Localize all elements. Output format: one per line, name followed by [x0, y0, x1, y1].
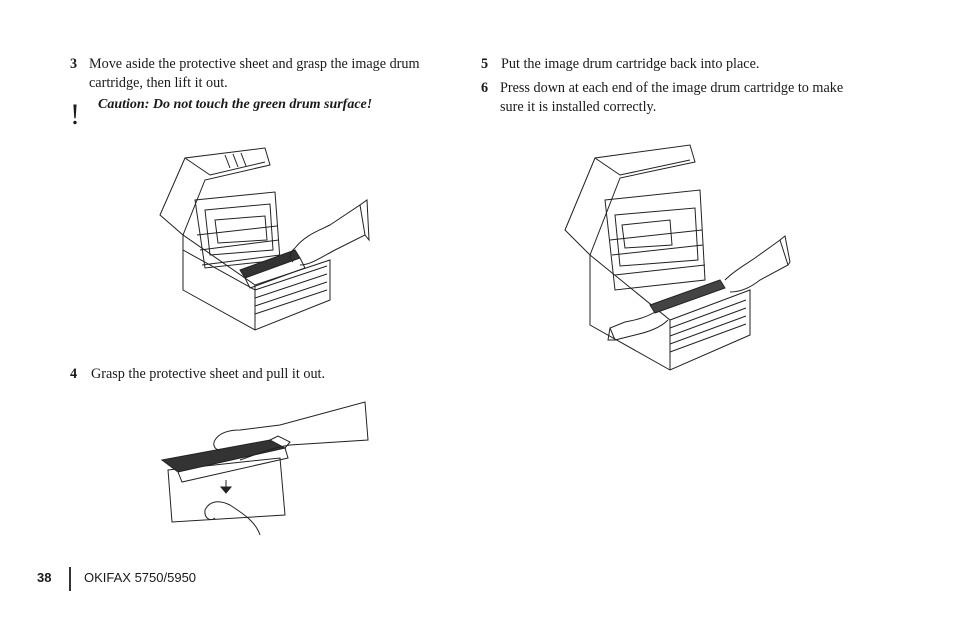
step-6: 6 Press down at each end of the image dr…	[481, 79, 861, 117]
page-number: 38	[37, 570, 52, 585]
footer-divider	[69, 567, 71, 591]
printer-drum-removal-illustration	[155, 140, 370, 335]
step-text: Put the image drum cartridge back into p…	[501, 56, 760, 72]
protective-sheet-removal-illustration	[160, 400, 370, 540]
printer-drum-install-illustration	[560, 140, 795, 375]
step-4: 4 Grasp the protective sheet and pull it…	[70, 365, 462, 384]
footer-title: OKIFAX 5750/5950	[84, 570, 197, 585]
step-number: 6	[481, 80, 489, 96]
step-number: 3	[70, 56, 78, 72]
step-text: Move aside the protective sheet and gras…	[89, 56, 420, 91]
step-5: 5 Put the image drum cartridge back into…	[481, 55, 861, 74]
step-text: Grasp the protective sheet and pull it o…	[91, 366, 326, 382]
step-number: 4	[70, 366, 78, 382]
caution-text: Caution: Do not touch the green drum sur…	[98, 97, 373, 112]
step-number: 5	[481, 56, 489, 72]
caution-icon: !	[70, 98, 80, 131]
step-3: 3 Move aside the protective sheet and gr…	[70, 55, 462, 93]
step-text: Press down at each end of the image drum…	[500, 80, 844, 115]
